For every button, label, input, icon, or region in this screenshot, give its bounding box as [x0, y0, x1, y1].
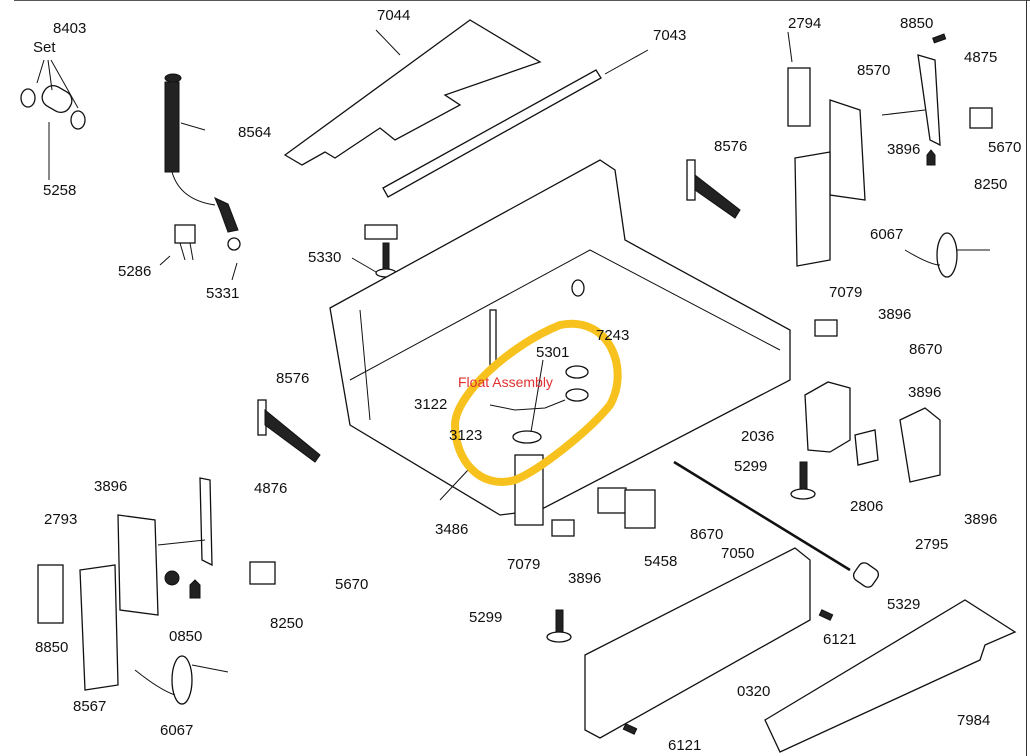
- part-8567-bracket[interactable]: [79, 514, 159, 691]
- label-3896-left[interactable]: 3896: [94, 478, 128, 495]
- part-2794-cover[interactable]: [787, 31, 811, 127]
- label-8250-left[interactable]: 8250: [270, 615, 304, 632]
- part-8570-bracket[interactable]: [794, 99, 866, 267]
- part-5286-clip[interactable]: [159, 224, 196, 266]
- part-2806-bracket[interactable]: [854, 429, 879, 466]
- part-8576-heater-left[interactable]: [257, 399, 321, 463]
- label-3123[interactable]: 3123: [449, 427, 483, 444]
- part-6067-switch-left[interactable]: [134, 655, 229, 705]
- part-6121-screw-bottom[interactable]: [622, 723, 638, 735]
- part-5670-clip-top[interactable]: [969, 107, 993, 129]
- label-8564[interactable]: 8564: [238, 124, 272, 141]
- part-5299-foot-right[interactable]: [790, 461, 816, 500]
- part-6067-switch-top[interactable]: [904, 232, 990, 278]
- label-8670-bottom[interactable]: 8670: [690, 526, 724, 543]
- part-hose-clamp-set[interactable]: [20, 59, 86, 180]
- part-5670-clip-left[interactable]: [249, 561, 276, 585]
- label-6121-bottom[interactable]: 6121: [668, 737, 702, 754]
- label-0850[interactable]: 0850: [169, 628, 203, 645]
- part-6121-screw-right[interactable]: [818, 609, 834, 621]
- label-4875[interactable]: 4875: [964, 49, 998, 66]
- label-3896-bottom[interactable]: 3896: [568, 570, 602, 587]
- part-8850-screw-top[interactable]: [932, 33, 947, 44]
- label-8250-top[interactable]: 8250: [974, 176, 1008, 193]
- float-assembly-highlight-ring: [450, 319, 622, 486]
- label-8567[interactable]: 8567: [73, 698, 107, 715]
- label-6121-right[interactable]: 6121: [823, 631, 857, 648]
- label-8576-top[interactable]: 8576: [714, 138, 748, 155]
- part-7079-bracket-bottom[interactable]: [551, 519, 575, 537]
- label-7243[interactable]: 7243: [596, 327, 630, 344]
- label-8403[interactable]: 8403: [53, 20, 87, 37]
- part-0850-grommet[interactable]: [164, 570, 180, 586]
- label-2793[interactable]: 2793: [44, 511, 78, 528]
- label-set: Set: [33, 39, 56, 56]
- label-3122[interactable]: 3122: [414, 396, 448, 413]
- frame-right-border: [1026, 0, 1027, 756]
- label-5286[interactable]: 5286: [118, 263, 152, 280]
- label-5670-top[interactable]: 5670: [988, 139, 1022, 156]
- label-5330[interactable]: 5330: [308, 249, 342, 266]
- label-7984[interactable]: 7984: [957, 712, 991, 729]
- part-float-assembly[interactable]: [489, 359, 589, 444]
- label-0320[interactable]: 0320: [737, 683, 771, 700]
- part-5458-valve[interactable]: [597, 487, 656, 529]
- label-7044[interactable]: 7044: [377, 7, 411, 24]
- part-5299-foot-bottom[interactable]: [546, 609, 572, 643]
- part-8250-clip-left[interactable]: [189, 579, 201, 599]
- label-5458[interactable]: 5458: [644, 553, 678, 570]
- part-7050-rod[interactable]: [673, 460, 851, 572]
- label-2036[interactable]: 2036: [741, 428, 775, 445]
- label-3896-far-right[interactable]: 3896: [964, 511, 998, 528]
- label-3896-right[interactable]: 3896: [878, 306, 912, 323]
- part-2795-grille[interactable]: [899, 407, 941, 483]
- part-5329-knob[interactable]: [851, 560, 880, 589]
- part-4875-bracket[interactable]: [881, 54, 941, 147]
- label-8576-left[interactable]: 8576: [276, 370, 310, 387]
- label-7079-right[interactable]: 7079: [829, 284, 863, 301]
- label-8670-right[interactable]: 8670: [909, 341, 943, 358]
- label-7079-bottom[interactable]: 7079: [507, 556, 541, 573]
- frame-top-border: [14, 0, 1030, 1]
- label-5670-left[interactable]: 5670: [335, 576, 369, 593]
- label-8850-left[interactable]: 8850: [35, 639, 69, 656]
- label-3486[interactable]: 3486: [435, 521, 469, 538]
- label-7043[interactable]: 7043: [653, 27, 687, 44]
- part-2036-cover[interactable]: [804, 381, 851, 453]
- label-8570[interactable]: 8570: [857, 62, 891, 79]
- part-7043-strip[interactable]: [382, 49, 649, 198]
- label-2794[interactable]: 2794: [788, 15, 822, 32]
- label-2795[interactable]: 2795: [915, 536, 949, 553]
- label-5329[interactable]: 5329: [887, 596, 921, 613]
- label-5331[interactable]: 5331: [206, 285, 240, 302]
- float-assembly-annotation: Float Assembly: [458, 374, 553, 390]
- part-7984-pad[interactable]: [764, 599, 1017, 753]
- label-7050[interactable]: 7050: [721, 545, 755, 562]
- label-8850-top[interactable]: 8850: [900, 15, 934, 32]
- part-7079-bracket-right[interactable]: [814, 319, 838, 337]
- part-drain-hose[interactable]: [164, 73, 241, 281]
- part-8576-heater-top[interactable]: [686, 159, 741, 219]
- label-4876[interactable]: 4876: [254, 480, 288, 497]
- label-3896-mid[interactable]: 3896: [908, 384, 942, 401]
- part-3486-base-tub[interactable]: [329, 159, 791, 526]
- label-2806[interactable]: 2806: [850, 498, 884, 515]
- part-4876-bracket[interactable]: [157, 477, 213, 567]
- label-5301[interactable]: 5301: [536, 344, 570, 361]
- label-5299-right[interactable]: 5299: [734, 458, 768, 475]
- part-5330-foot-screw[interactable]: [351, 224, 398, 278]
- part-0320-kickplate[interactable]: [584, 547, 811, 739]
- part-7044-insulation-pad[interactable]: [283, 19, 542, 166]
- label-6067-left[interactable]: 6067: [160, 722, 194, 739]
- label-6067-top[interactable]: 6067: [870, 226, 904, 243]
- label-3896-top[interactable]: 3896: [887, 141, 921, 158]
- label-5299-bottom[interactable]: 5299: [469, 609, 503, 626]
- part-8250-clip-top[interactable]: [926, 149, 936, 166]
- part-2793-cover[interactable]: [37, 564, 64, 624]
- label-5258[interactable]: 5258: [43, 182, 77, 199]
